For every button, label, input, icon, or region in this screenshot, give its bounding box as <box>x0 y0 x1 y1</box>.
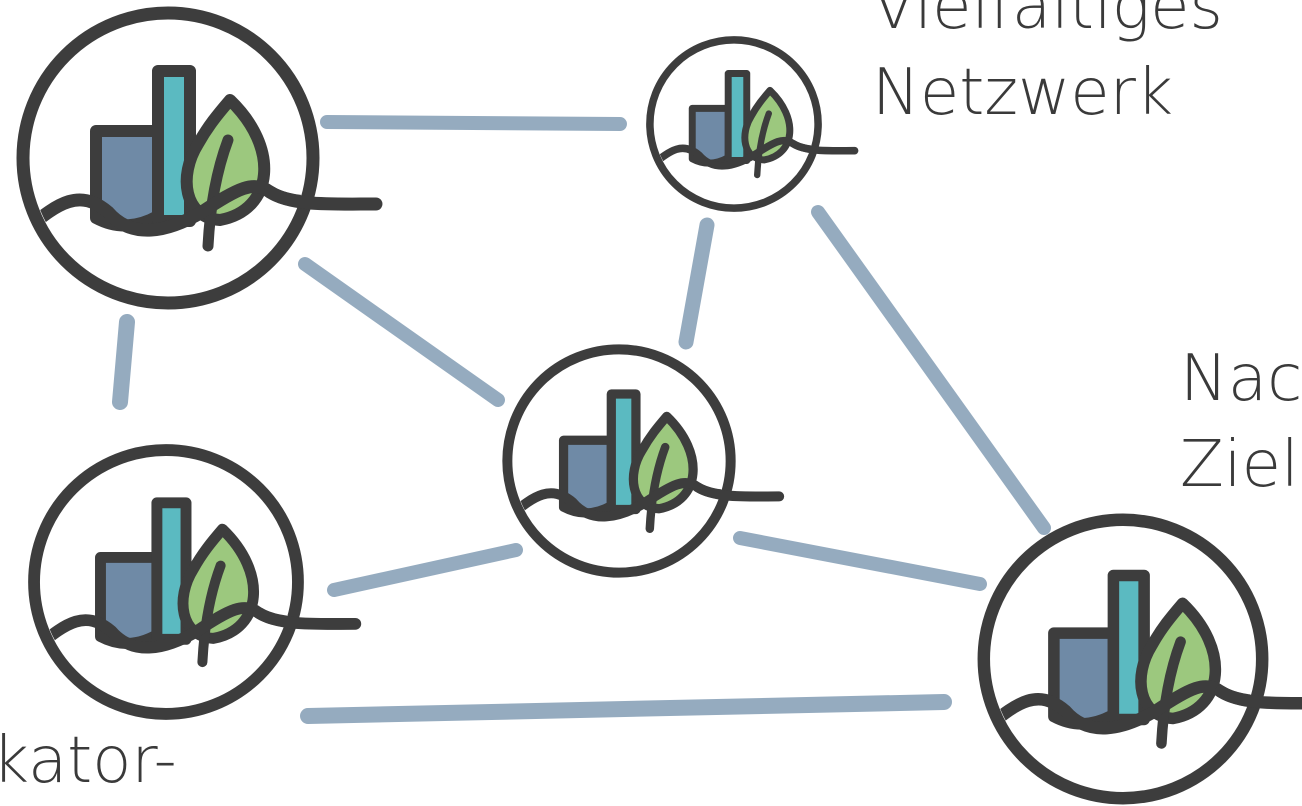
connector-center-to-bottom-right <box>733 531 987 591</box>
label-bottom-left: kator- <box>0 724 177 798</box>
connector-bottom-left-to-bottom-right <box>300 694 952 724</box>
node-top-left <box>23 13 376 303</box>
label-top-right-line2: Netzwerk <box>872 56 1173 130</box>
city-leaf-node-icon <box>984 520 1302 798</box>
connector-top-center-to-center <box>678 217 715 350</box>
label-right-line2: Ziel <box>1180 428 1299 502</box>
connector-top-left-to-center <box>298 257 505 407</box>
connector-top-left-to-bottom-left <box>112 314 135 410</box>
city-leaf-node-icon <box>23 13 376 303</box>
node-bottom-left <box>34 450 355 714</box>
connectors <box>112 115 1051 724</box>
city-leaf-node-icon <box>34 450 355 714</box>
node-bottom-right <box>984 520 1302 798</box>
connector-top-left-to-top-center <box>320 115 627 131</box>
connector-bottom-left-to-center <box>327 543 523 597</box>
label-right-line1: Nac <box>1180 342 1302 416</box>
connector-top-center-to-bottom-right <box>811 205 1051 535</box>
node-top-center <box>650 40 855 208</box>
city-leaf-node-icon <box>650 40 855 208</box>
label-top-right-line1: Vielfältiges <box>872 0 1223 44</box>
